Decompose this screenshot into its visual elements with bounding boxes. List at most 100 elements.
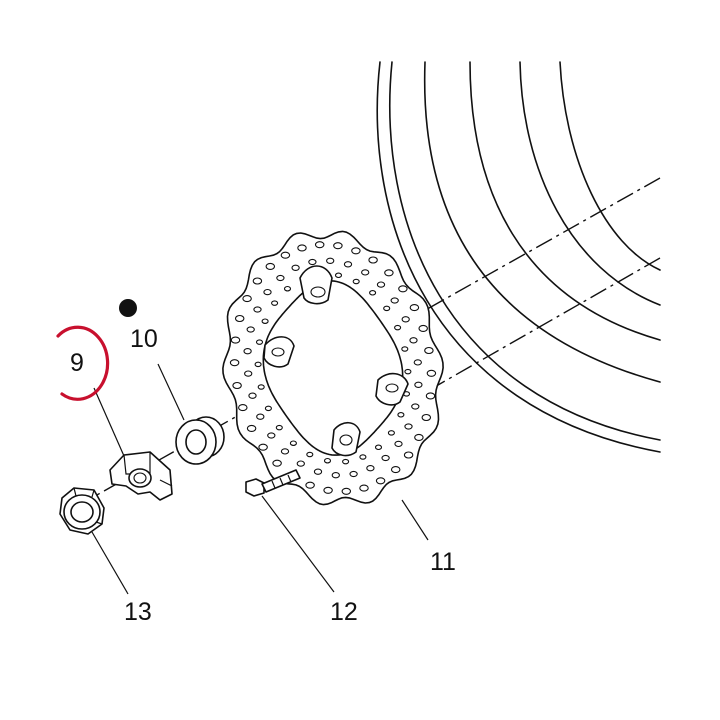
disc-vent-hole [368,256,378,264]
disc-vent-hole [401,346,409,352]
disc-vent-hole [253,306,262,313]
disc-vent-hole [313,468,323,475]
disc-vent-hole [267,432,276,439]
disc-vent-hole [394,440,403,448]
label-part-12: 12 [330,598,358,626]
disc-vent-hole [283,285,292,292]
disc-vent-hole [246,424,257,432]
wheel-rim [376,61,661,453]
disc-vent-hole [404,368,412,375]
disc-vent-hole [297,244,307,252]
disc-vent-hole [243,348,252,355]
disc-vent-hole [314,241,325,249]
disc-vent-hole [376,281,386,288]
disc-vent-hole [411,403,420,410]
disc-vent-hole [234,314,245,323]
disc-vent-hole [306,451,314,458]
disc-vent-hole [246,326,255,333]
upper-axis-line [87,177,661,501]
disc-vent-hole [308,258,317,266]
disc-vent-hole [242,295,252,303]
disc-vent-hole [261,318,269,324]
disc-vent-hole [352,278,360,285]
disc-vent-hole [390,297,399,304]
disc-vent-hole [333,242,343,250]
leader-13 [91,531,129,595]
disc-vent-hole [254,361,262,368]
brake-disc [222,230,444,506]
disc-vent-hole [305,481,315,489]
highlight-circle [56,325,110,401]
disc-vent-hole [414,433,424,441]
disc-vent-hole [418,324,428,332]
disc-vent-hole [256,413,265,420]
disc-vent-hole [413,359,422,366]
disc-vent-hole [401,316,410,323]
disc-vent-hole [275,424,283,431]
disc-vent-hole [272,459,282,467]
disc-vent-hole [252,277,263,285]
hex-nut [59,487,105,535]
disc-vent-hole [232,381,242,390]
disc-vent-hole [404,423,413,430]
disc-vent-hole [257,384,265,390]
disc-vent-hole [398,285,408,293]
marker-dot [119,299,137,317]
clamp-bracket [109,451,173,501]
leader-12 [261,495,335,593]
disc-vent-hole [425,392,436,400]
disc-vent-hole [390,466,401,474]
disc-vent-hole [271,300,279,306]
disc-vent-hole [421,413,432,422]
disc-vent-hole [258,443,268,451]
disc-vent-hole [351,247,361,255]
disc-vent-hole [276,274,285,282]
disc-vent-hole [409,337,418,344]
disc-vent-hole [366,465,375,472]
disc-vent-hole [409,304,420,312]
disc-vent-hole [387,430,395,436]
disc-vent-hole [326,257,335,264]
disc-vent-hole [280,251,291,259]
disc-vent-hole [369,290,377,296]
disc-vent-hole [263,288,272,296]
disc-vent-hole [361,269,370,276]
leader-lines [91,363,429,595]
disc-vent-hole [426,369,437,377]
disc-vent-hole [264,405,272,412]
disc-vent-hole [229,359,240,367]
disc-vent-hole [414,381,423,388]
disc-vent-hole [244,370,253,377]
disc-vent-hole [323,457,332,464]
label-part-9: 9 [70,349,84,377]
label-part-11: 11 [430,548,456,576]
disc-vent-hole [265,262,276,270]
spacer [175,416,225,465]
disc-bolt [245,469,301,497]
disc-vent-hole [374,444,383,451]
disc-vent-hole [383,305,391,312]
disc-vent-hole [323,486,333,494]
disc-vent-hole [296,460,305,467]
disc-vent-hole [375,477,386,485]
disc-vent-hole [238,404,248,412]
disc-vent-hole [381,454,390,462]
disc-vent-hole [359,484,369,492]
disc-vent-hole [230,336,241,344]
disc-vent-hole [280,448,290,455]
disc-vent-hole [248,392,257,399]
label-part-10: 10 [130,325,158,353]
label-part-13: 13 [124,598,152,626]
disc-vent-hole [331,472,340,479]
disc-vent-hole [342,458,350,465]
disc-vent-hole [255,339,264,345]
disc-vent-hole [403,451,414,459]
disc-vent-hole [359,454,367,460]
disc-vent-hole [384,269,394,277]
leader-11 [401,499,429,541]
disc-vent-hole [334,272,343,279]
disc-vent-hole [343,261,353,268]
disc-vent-hole [397,412,405,418]
